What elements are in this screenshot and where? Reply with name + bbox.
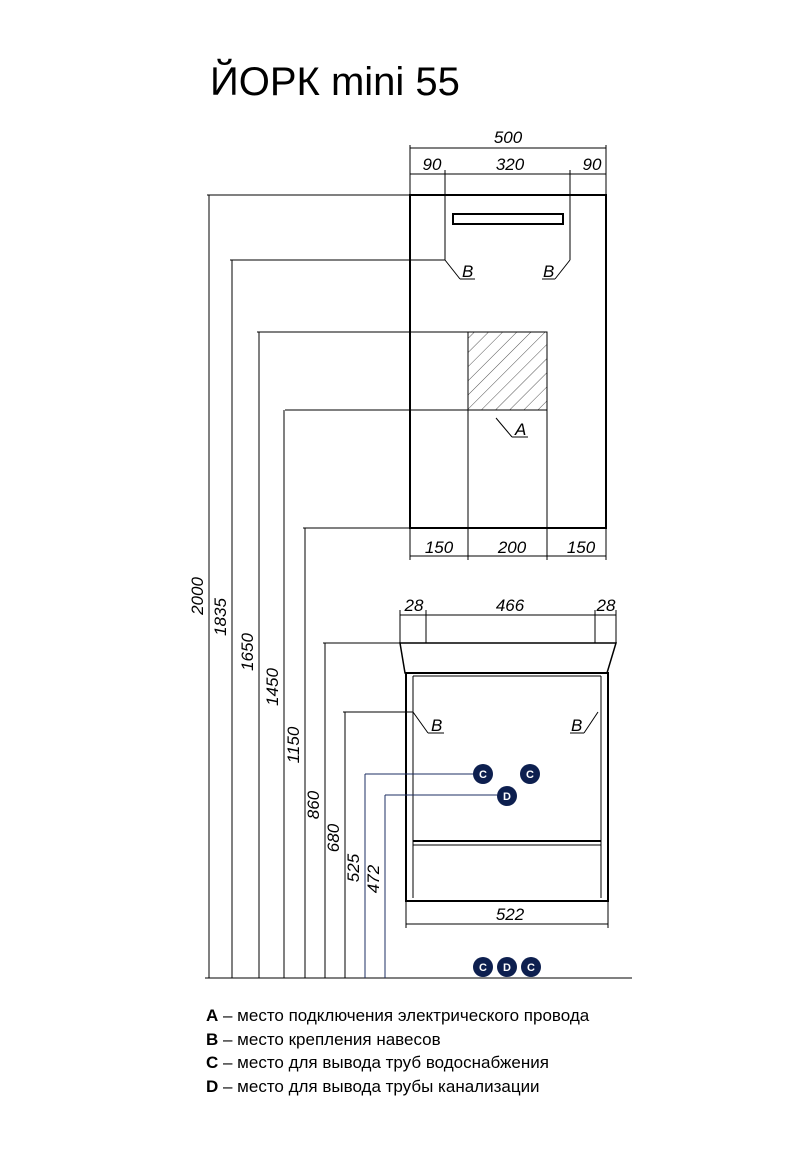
vanity-mount-tags: B B xyxy=(412,711,599,735)
floor-badge-c-2 xyxy=(521,957,541,977)
svg-text:C: C xyxy=(526,769,534,781)
legend-item-b: B – место крепления навесов xyxy=(206,1029,441,1049)
height-1450: 1450 xyxy=(263,668,282,706)
height-680: 680 xyxy=(324,823,343,852)
badge-c-1 xyxy=(473,764,493,784)
tag-b-vanity-right: B xyxy=(571,716,582,735)
dim-150-right: 150 xyxy=(567,538,596,557)
dim-28-left: 28 xyxy=(404,596,424,615)
height-1150: 1150 xyxy=(284,726,303,763)
tag-b-cabinet-left: B xyxy=(462,262,473,281)
floor: C D C xyxy=(205,957,632,979)
height-dimensions: 2000 1835 1650 1450 1150 860 680 525 472 xyxy=(188,194,468,978)
dim-320: 320 xyxy=(496,155,525,174)
svg-text:D: D xyxy=(503,962,511,974)
cabinet-mount-tags: B B A xyxy=(444,259,571,439)
sink-top xyxy=(399,642,618,674)
dim-28-right: 28 xyxy=(596,596,616,615)
wall-cabinet xyxy=(285,194,607,529)
vanity-unit xyxy=(399,642,618,902)
dim-150-left: 150 xyxy=(425,538,454,557)
height-472: 472 xyxy=(364,864,383,893)
svg-text:C: C xyxy=(527,962,535,974)
legend-item-a: A – место подключения электрического про… xyxy=(206,1006,590,1025)
badge-c-2 xyxy=(520,764,540,784)
height-1835: 1835 xyxy=(211,598,230,636)
dim-90-left: 90 xyxy=(423,155,442,174)
height-2000: 2000 xyxy=(188,577,207,616)
vanity-top-dimensions: 28 466 28 xyxy=(399,596,617,643)
cabinet-bottom-dimensions: 150 200 150 xyxy=(409,528,607,560)
tag-b-cabinet-right: B xyxy=(543,262,554,281)
cabinet-top-dimensions: 500 90 320 90 xyxy=(409,128,607,260)
vanity-bottom-dimension: 522 xyxy=(405,901,609,928)
dim-500: 500 xyxy=(494,128,523,147)
height-1650: 1650 xyxy=(238,633,257,671)
dim-466: 466 xyxy=(496,596,525,615)
cabinet-handle xyxy=(452,213,564,225)
legend-item-c: C – место для вывода труб водоснабжения xyxy=(206,1053,549,1072)
vanity-body xyxy=(405,672,609,902)
height-860: 860 xyxy=(304,790,323,819)
dim-200: 200 xyxy=(497,538,527,557)
cabinet-outline xyxy=(409,194,607,529)
svg-text:C: C xyxy=(479,962,487,974)
electrical-zone-hatch xyxy=(467,331,548,411)
legend: A – место подключения электрического про… xyxy=(206,1004,589,1098)
drawing-title: ЙОРК mini 55 xyxy=(210,58,460,104)
dim-90-right: 90 xyxy=(583,155,602,174)
badge-d xyxy=(497,786,517,806)
floor-badge-c-1 xyxy=(473,957,493,977)
height-525: 525 xyxy=(344,853,363,882)
svg-text:C: C xyxy=(479,769,487,781)
svg-text:D: D xyxy=(503,791,511,803)
vanity-outlet-badges: C C D xyxy=(365,764,540,806)
legend-item-d: D – место для вывода трубы канализации xyxy=(206,1076,540,1096)
floor-badge-d xyxy=(497,957,517,977)
dim-522: 522 xyxy=(496,905,525,924)
tag-b-vanity-left: B xyxy=(431,716,442,735)
tag-a: A xyxy=(514,420,526,439)
